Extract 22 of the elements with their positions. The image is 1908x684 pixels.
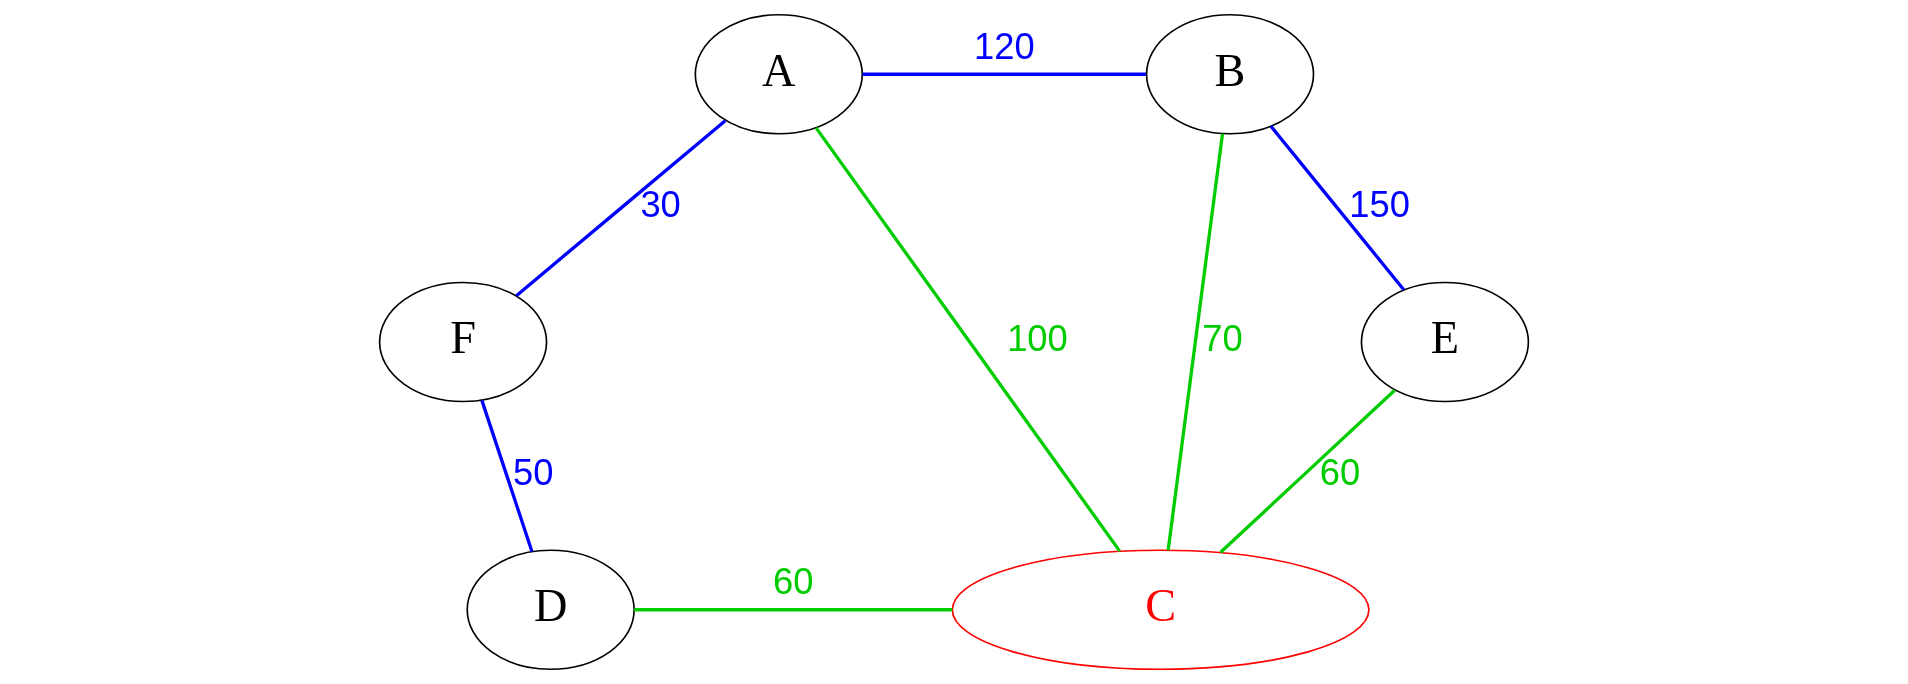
node-ellipse: A: [694, 13, 864, 135]
node-ellipse: D: [466, 549, 635, 671]
connector: [515, 119, 727, 297]
node-ellipse: E: [1360, 281, 1530, 403]
edge-label: 150: [1349, 184, 1410, 226]
connector: [480, 399, 534, 552]
node-ellipse: F: [378, 281, 548, 403]
node-ellipse: C: [951, 549, 1370, 671]
edge-label: 50: [513, 452, 554, 494]
node-ellipse: B: [1145, 13, 1315, 135]
edge-label: 120: [974, 25, 1035, 67]
connector: [634, 608, 953, 612]
connector: [1219, 389, 1396, 554]
connector: [862, 72, 1146, 76]
edge-label: 60: [773, 561, 814, 603]
edge-label: 100: [1007, 318, 1068, 360]
edge-label: 70: [1202, 318, 1243, 360]
connector: [1269, 125, 1406, 291]
edge-label: 60: [1319, 452, 1361, 494]
edge-label: 30: [640, 184, 681, 226]
connector: [814, 126, 1122, 553]
connector: [1166, 133, 1225, 551]
